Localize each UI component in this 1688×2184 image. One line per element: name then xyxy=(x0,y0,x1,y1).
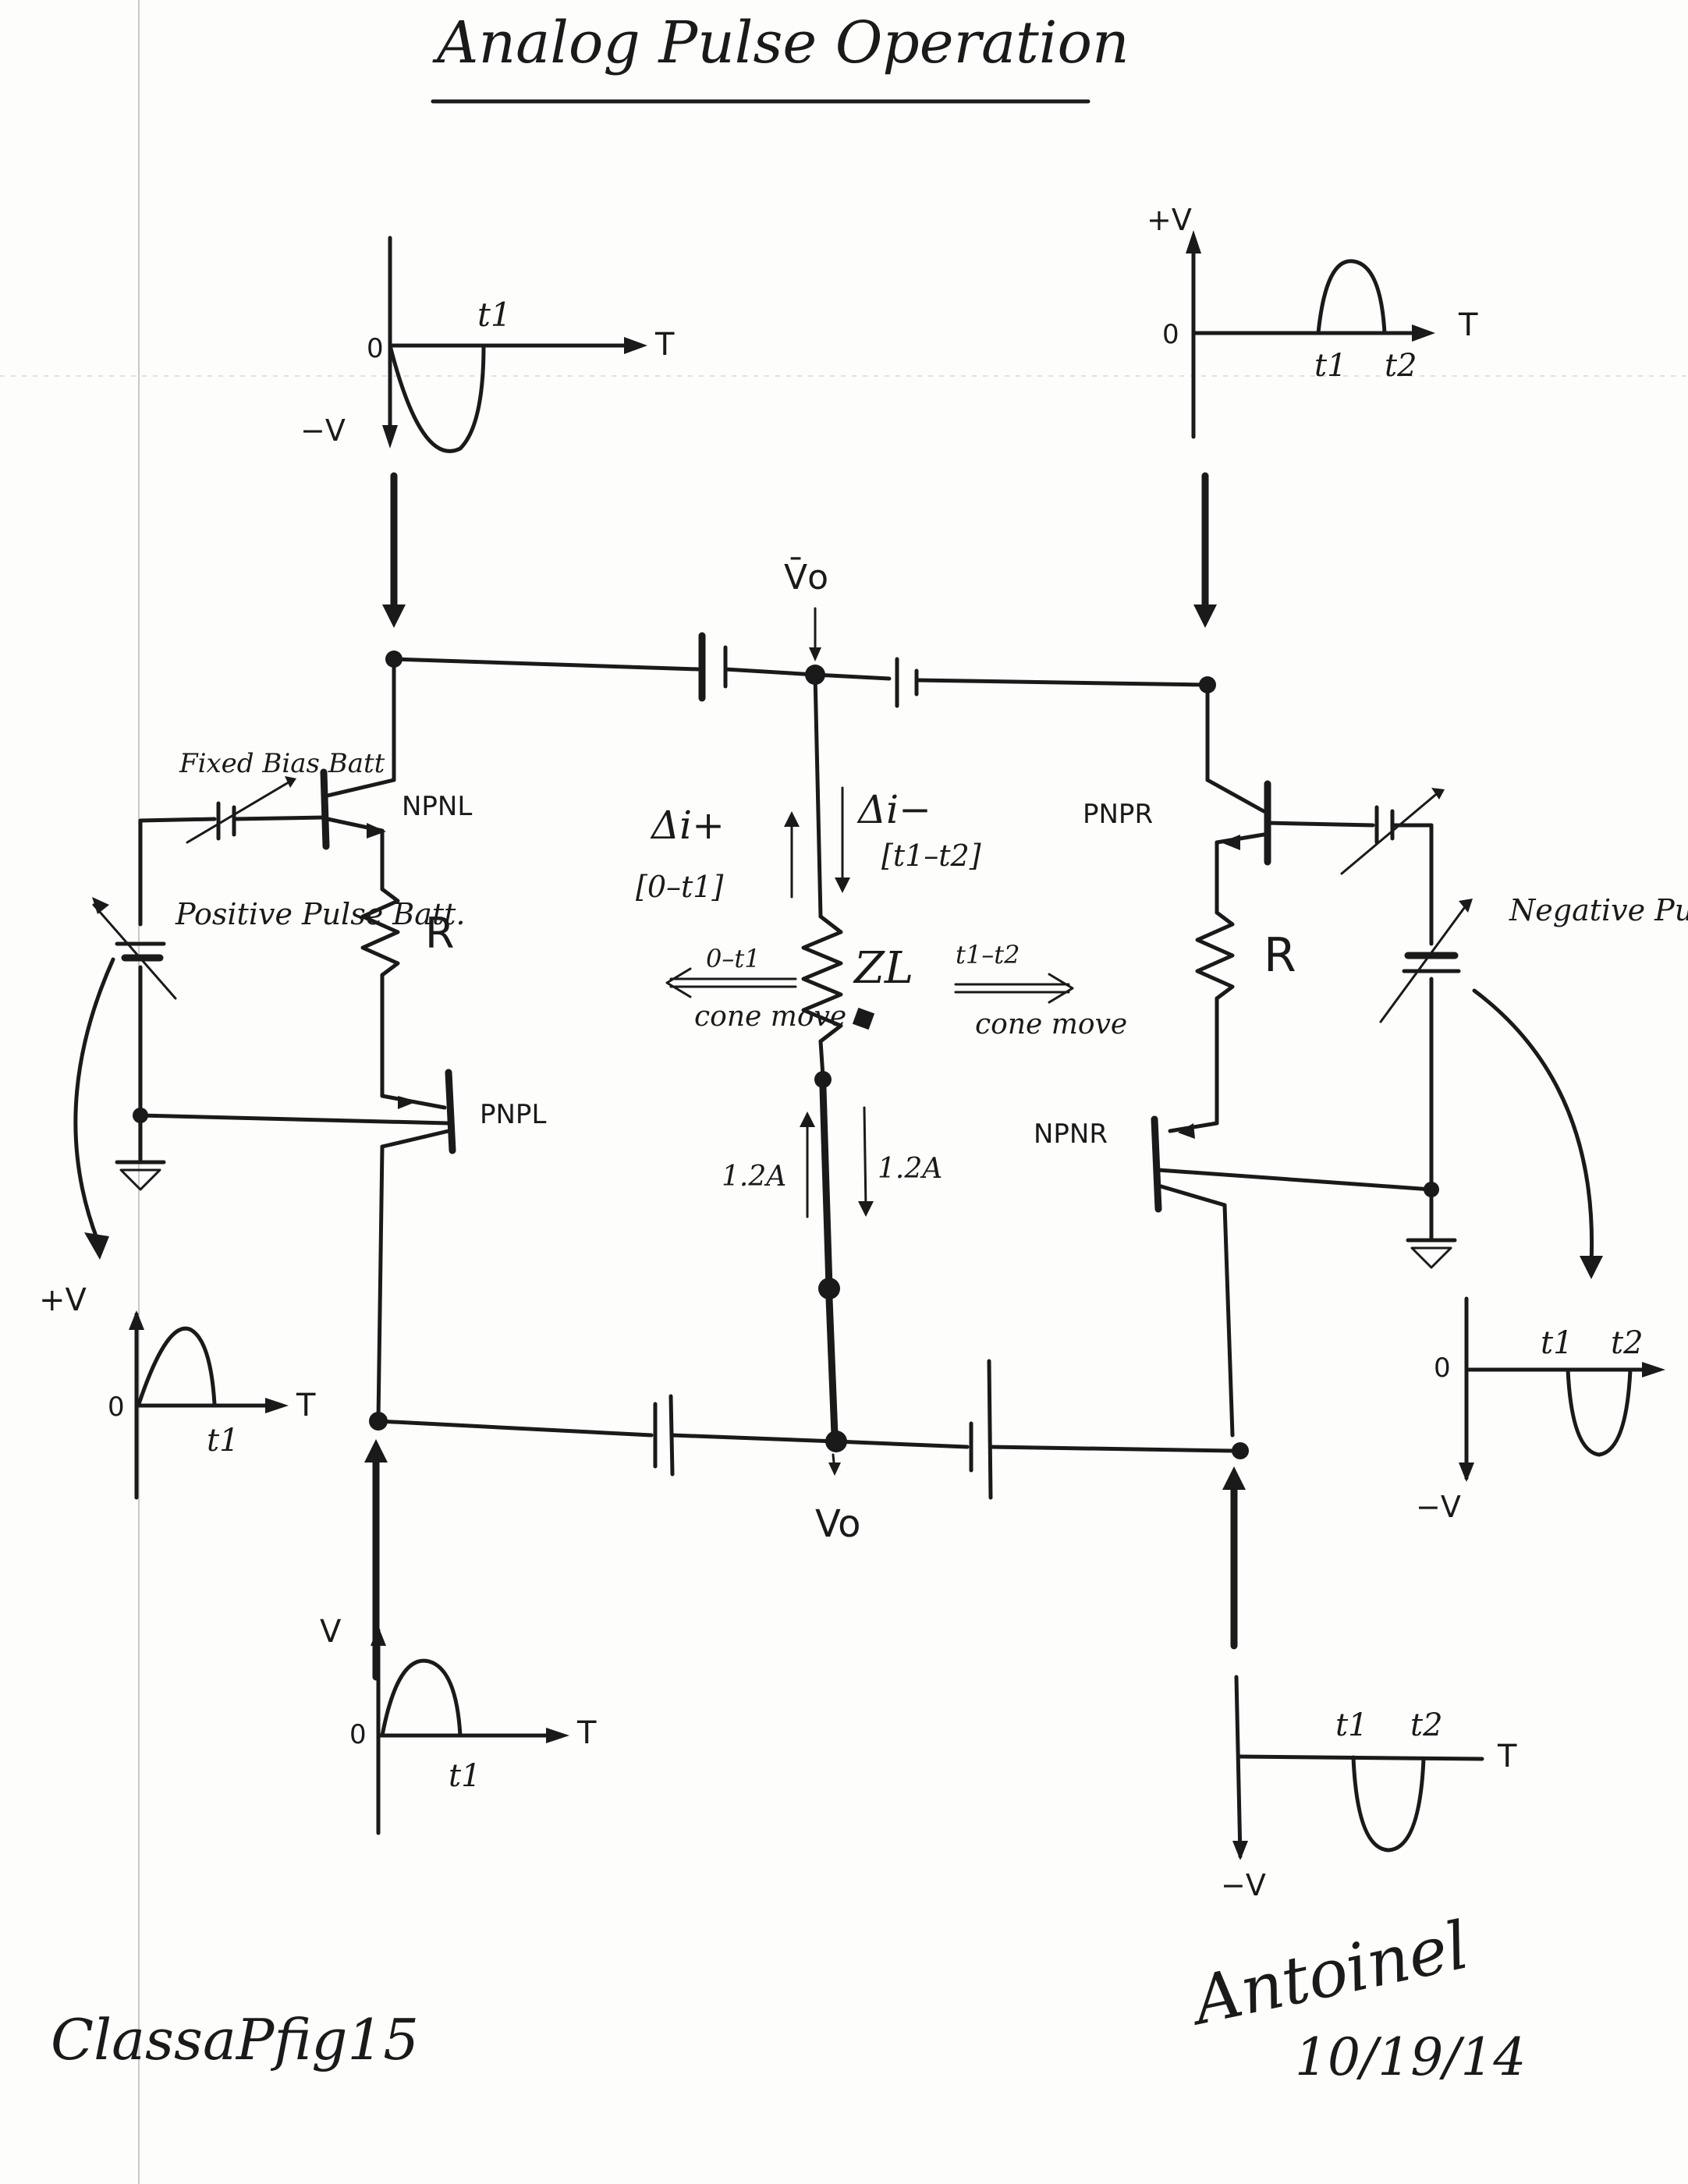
t2-label: t2 xyxy=(1385,348,1417,384)
axis-t-label: T xyxy=(1497,1739,1517,1774)
t2-label: t2 xyxy=(1410,1707,1443,1743)
right-branch xyxy=(1151,684,1603,1459)
page-title: Analog Pulse Operation xyxy=(432,9,1129,76)
pnp-left-label: PNPL xyxy=(480,1099,546,1130)
zero-label: 0 xyxy=(1162,319,1179,350)
voltage-label: −V xyxy=(300,413,346,448)
cone-left-label: cone move xyxy=(694,1001,846,1033)
positive-pulse-label: Positive Pulse Batt. xyxy=(175,897,465,931)
axis-t-label: T xyxy=(654,327,675,363)
t1-label: t1 xyxy=(207,1423,239,1459)
waveform-mid-left: 0 t1 T +V xyxy=(39,1282,316,1500)
voltage-label: +V xyxy=(1147,203,1192,237)
axis-t-label: T xyxy=(1458,307,1478,343)
signature: Antoinel xyxy=(1182,1906,1475,2040)
waveform-bottom-right: t1 t2 T −V xyxy=(1221,1675,1517,1902)
t1-label: t1 xyxy=(449,1758,481,1794)
r-right-label: R xyxy=(1264,928,1296,983)
center-branch xyxy=(801,672,875,1476)
t1-label: t1 xyxy=(1541,1325,1573,1361)
current-down-label: 1.2A xyxy=(878,1153,942,1185)
npn-left-label: NPNL xyxy=(402,791,472,822)
zero-label: 0 xyxy=(367,333,384,364)
pnp-right-label: PNPR xyxy=(1083,799,1153,830)
figure-id: ClassaPfig15 xyxy=(51,2007,419,2072)
cone-left-time: 0–t1 xyxy=(706,944,761,973)
cone-right-arrow xyxy=(954,973,1074,1004)
top-rail xyxy=(385,632,1216,708)
di-plus-label: Δi+ xyxy=(650,803,725,848)
zero-label: 0 xyxy=(108,1392,125,1423)
vo-top-label: V̄o xyxy=(784,556,828,597)
bottom-rail xyxy=(369,1359,1235,1500)
current-down-arrow xyxy=(863,1106,867,1211)
di-minus-range: [t1–t2] xyxy=(881,838,981,873)
t1-label: t1 xyxy=(1314,348,1347,384)
t1-label: t1 xyxy=(477,296,512,334)
zl-label: ZL xyxy=(853,943,913,994)
voltage-label: −V xyxy=(1221,1868,1266,1902)
left-branch xyxy=(73,661,456,1422)
voltage-label: V xyxy=(320,1614,342,1650)
di-minus-label: Δi− xyxy=(856,787,931,832)
current-up-label: 1.2A xyxy=(722,1161,786,1193)
waveform-mid-right: 0 t1 t2 −V xyxy=(1416,1296,1665,1524)
fixed-bias-label: Fixed Bias Batt xyxy=(179,748,385,779)
cone-right-time: t1–t2 xyxy=(956,940,1020,970)
zero-label: 0 xyxy=(1434,1353,1451,1384)
cone-left-arrow xyxy=(665,967,797,998)
negative-pulse-label: Negative Pulse Batt. xyxy=(1509,893,1688,927)
cone-right-label: cone move xyxy=(975,1009,1127,1041)
npn-right-label: NPNR xyxy=(1034,1119,1108,1150)
waveform-top-left: 0 t1 T −V xyxy=(300,236,675,453)
di-plus-range: [0–t1] xyxy=(636,870,723,904)
axis-t-label: T xyxy=(296,1388,316,1424)
axis-t-label: T xyxy=(576,1715,597,1751)
r-left-label: R xyxy=(425,909,455,958)
vo-bottom-label: Vo xyxy=(815,1502,860,1546)
voltage-label: +V xyxy=(39,1282,87,1318)
voltage-label: −V xyxy=(1416,1490,1461,1524)
t2-label: t2 xyxy=(1611,1325,1644,1361)
waveform-top-right: 0 t1 t2 T +V xyxy=(1147,203,1478,439)
date-label: 10/19/14 xyxy=(1295,2027,1526,2087)
t1-label: t1 xyxy=(1335,1707,1368,1743)
waveform-bottom-left: 0 t1 T V xyxy=(320,1614,597,1835)
zero-label: 0 xyxy=(349,1719,367,1750)
